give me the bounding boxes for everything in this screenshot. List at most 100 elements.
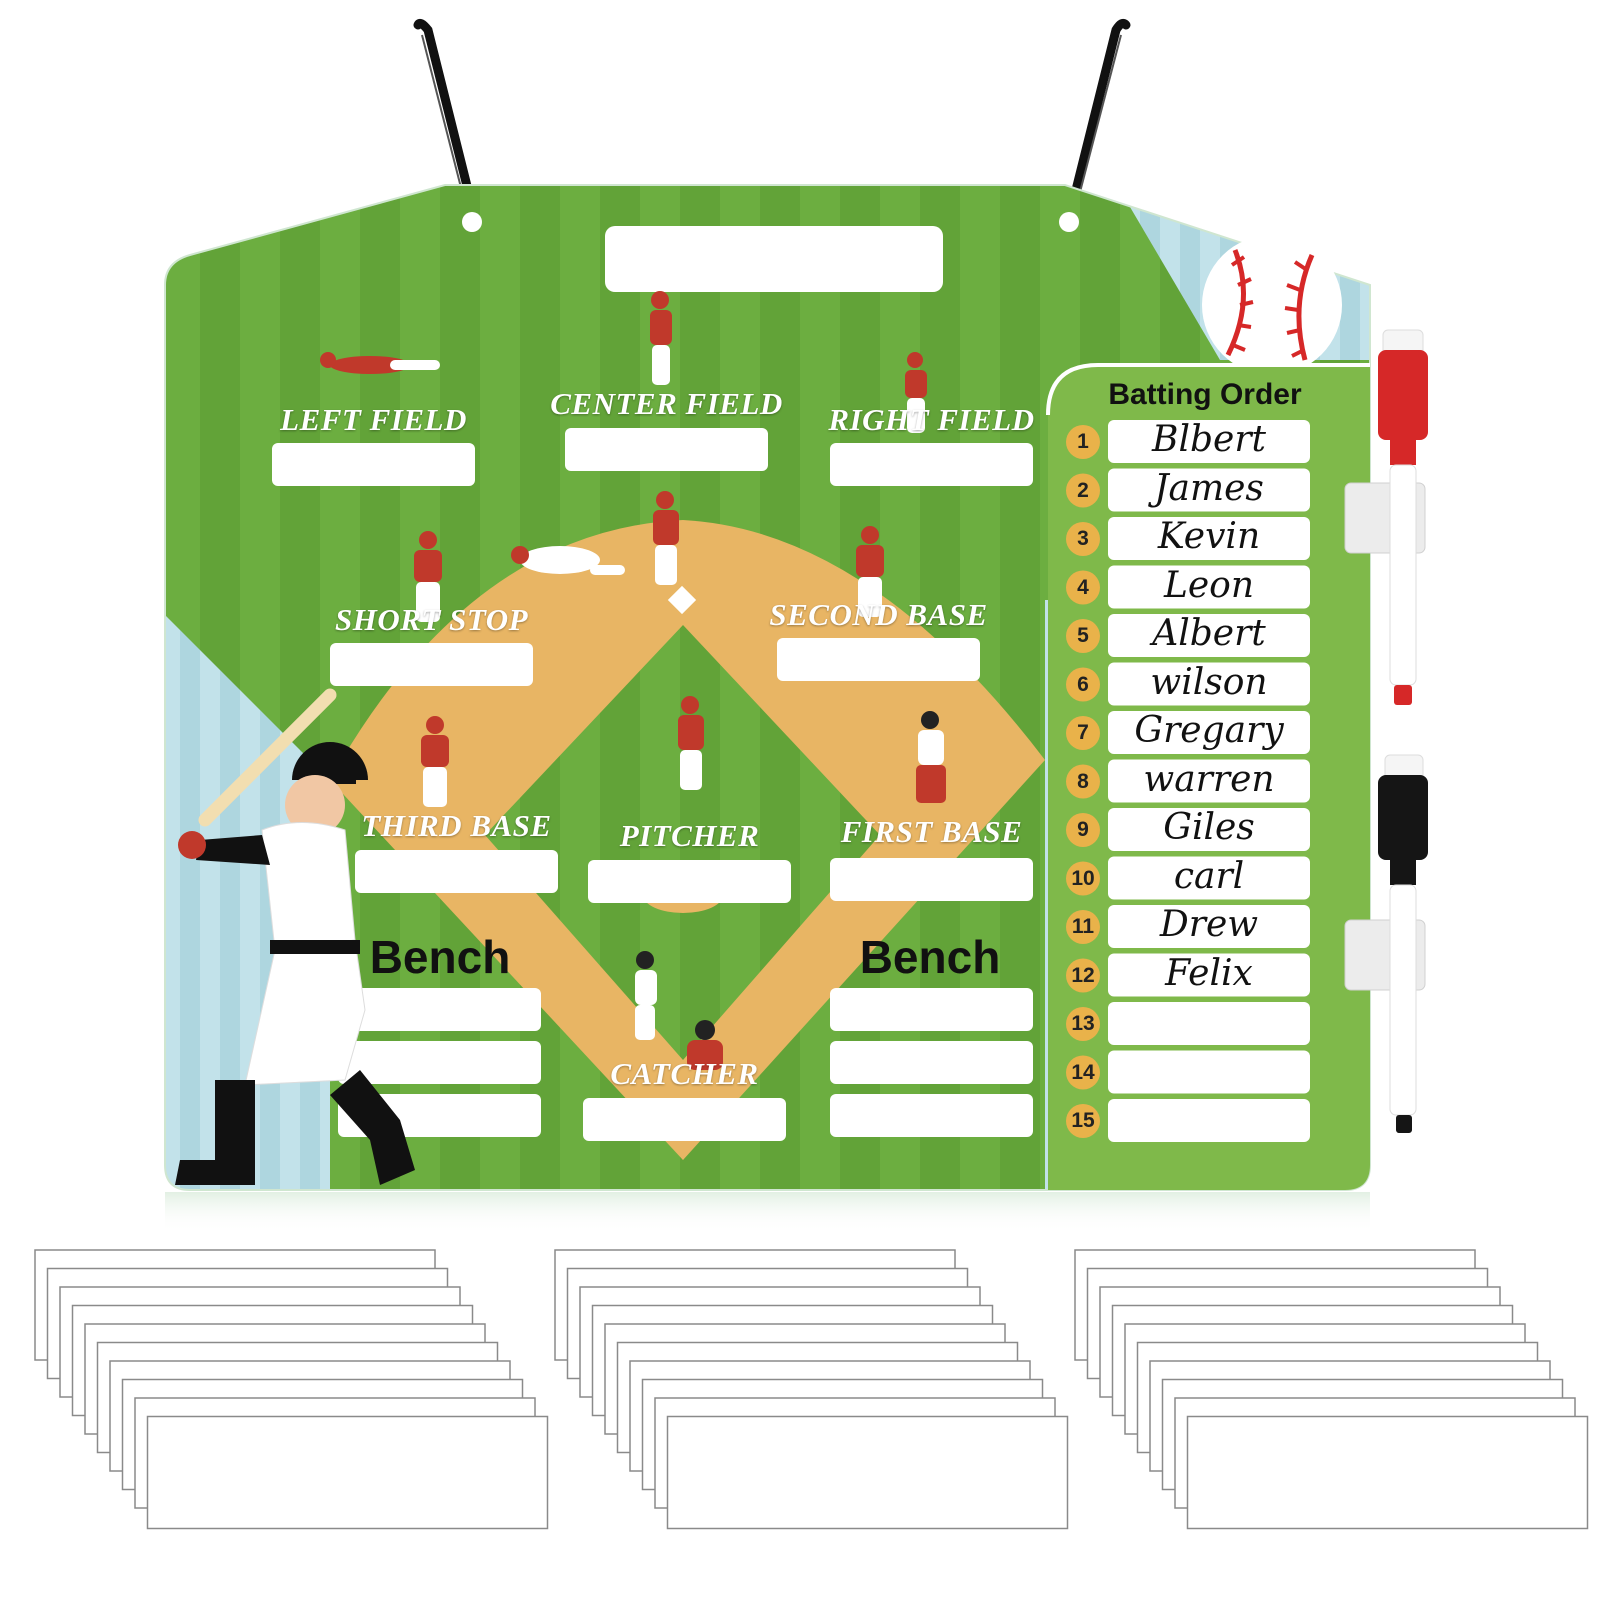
pitcher-slot[interactable] bbox=[588, 860, 791, 903]
batting-order-rows bbox=[1066, 420, 1310, 1142]
batting-order-number: 15 bbox=[1071, 1109, 1095, 1132]
right-field-slot[interactable] bbox=[830, 443, 1033, 486]
bench-left-slot-1[interactable] bbox=[338, 988, 541, 1031]
left-field-slot[interactable] bbox=[272, 443, 475, 486]
batting-order-name: Blbert bbox=[1152, 419, 1266, 460]
label-bench-left: Bench bbox=[369, 931, 511, 983]
bench-right-slot-1[interactable] bbox=[830, 988, 1033, 1031]
second-base-slot[interactable] bbox=[777, 638, 980, 681]
batting-order-slot[interactable] bbox=[1108, 420, 1310, 463]
name-strip[interactable] bbox=[146, 1415, 549, 1530]
batting-order-name: wilson bbox=[1150, 661, 1268, 703]
label-second-base: SECOND BASE bbox=[769, 597, 988, 632]
batting-order-name: Giles bbox=[1163, 807, 1255, 848]
batting-order-slot[interactable] bbox=[1108, 905, 1310, 948]
label-short-stop: SHORT STOP bbox=[334, 602, 529, 637]
batting-order-number-badge bbox=[1066, 1007, 1100, 1041]
bench-right-slot-3[interactable] bbox=[830, 1094, 1033, 1137]
batting-order-number-badge bbox=[1066, 473, 1100, 508]
label-center-field: CENTER FIELD bbox=[550, 386, 783, 421]
batting-order-slot[interactable] bbox=[1108, 662, 1310, 706]
name-strip[interactable] bbox=[1186, 1415, 1589, 1530]
label-first-base: FIRST BASE bbox=[840, 814, 1023, 849]
batting-order-slot[interactable] bbox=[1108, 808, 1310, 851]
batting-order-name: carl bbox=[1173, 855, 1245, 897]
batting-order-number-badge bbox=[1066, 570, 1100, 605]
batting-order-name: James bbox=[1154, 467, 1264, 509]
batting-order-number-badge bbox=[1066, 667, 1100, 702]
bench-right-slot-2[interactable] bbox=[830, 1041, 1033, 1084]
first-base-slot[interactable] bbox=[830, 858, 1033, 901]
marker-red[interactable] bbox=[1344, 329, 1428, 705]
batting-order-number: 12 bbox=[1071, 963, 1095, 987]
label-right-field: RIGHT FIELD bbox=[828, 402, 1035, 437]
batting-order-number: 14 bbox=[1071, 1060, 1095, 1084]
batting-order-slot[interactable] bbox=[1108, 759, 1310, 803]
batting-order-slot[interactable] bbox=[1108, 1002, 1310, 1045]
hanging-strap bbox=[413, 18, 1131, 227]
label-pitcher: PITCHER bbox=[619, 818, 760, 853]
batting-order-slot[interactable] bbox=[1108, 1050, 1310, 1094]
batting-order-number-badge bbox=[1066, 1055, 1100, 1090]
catcher-slot[interactable] bbox=[583, 1098, 786, 1141]
batting-order-slot[interactable] bbox=[1108, 565, 1310, 609]
bench-left-slot-2[interactable] bbox=[338, 1041, 541, 1084]
batting-order-slot[interactable] bbox=[1108, 517, 1310, 560]
batting-order-title: Batting Order bbox=[1108, 378, 1302, 411]
batting-order-name: Gregary bbox=[1134, 710, 1284, 751]
batting-order-slot[interactable] bbox=[1108, 711, 1310, 754]
label-catcher: CATCHER bbox=[610, 1056, 759, 1091]
marker-black[interactable] bbox=[1344, 754, 1428, 1133]
third-base-slot[interactable] bbox=[355, 850, 558, 893]
batting-order-number-badge bbox=[1066, 716, 1100, 750]
name-strip-stacks bbox=[34, 1249, 1589, 1530]
batting-order-number-badge bbox=[1066, 861, 1100, 896]
baseball-icon bbox=[1202, 235, 1342, 375]
label-bench-right: Bench bbox=[859, 931, 1001, 983]
batting-order-number: 9 bbox=[1077, 818, 1089, 841]
batting-order-slot[interactable] bbox=[1108, 953, 1310, 997]
batting-order-name: Drew bbox=[1159, 904, 1259, 945]
fielder-figures bbox=[320, 291, 946, 1070]
batting-order-number-badge bbox=[1066, 425, 1100, 459]
short-stop-slot[interactable] bbox=[330, 643, 533, 686]
batting-order-name: warren bbox=[1143, 758, 1275, 800]
batting-order-name: Felix bbox=[1165, 952, 1253, 994]
batting-order-slot[interactable] bbox=[1108, 468, 1310, 512]
infield-grass bbox=[485, 625, 880, 1060]
batting-order-slot[interactable] bbox=[1108, 856, 1310, 900]
label-left-field: LEFT FIELD bbox=[280, 402, 467, 437]
batting-order-number: 6 bbox=[1077, 672, 1089, 696]
batting-order-name: Albert bbox=[1152, 613, 1266, 654]
batter-illustration bbox=[175, 688, 415, 1185]
batting-order-number: 1 bbox=[1077, 430, 1089, 453]
batting-order-number-badge bbox=[1066, 910, 1100, 944]
batting-order-number: 13 bbox=[1071, 1012, 1095, 1035]
batting-order-number: 11 bbox=[1071, 915, 1095, 938]
label-third-base: THIRD BASE bbox=[361, 808, 552, 843]
batting-order-number-badge bbox=[1066, 522, 1100, 556]
batting-order-number-badge bbox=[1066, 764, 1100, 799]
batting-order-slot[interactable] bbox=[1108, 614, 1310, 657]
team-name-slot[interactable] bbox=[605, 226, 943, 292]
batting-order-number: 4 bbox=[1077, 575, 1089, 599]
batting-order-number: 2 bbox=[1077, 478, 1089, 502]
batting-order-number: 3 bbox=[1077, 527, 1089, 550]
center-field-slot[interactable] bbox=[565, 428, 768, 471]
batting-order-number-badge bbox=[1066, 1104, 1100, 1138]
hanging-hole-right bbox=[1059, 212, 1079, 232]
batting-order-number: 5 bbox=[1077, 624, 1089, 647]
batting-order-number-badge bbox=[1066, 619, 1100, 653]
name-strip[interactable] bbox=[666, 1415, 1069, 1530]
board-reflection bbox=[165, 1192, 1370, 1232]
batting-order-number-badge bbox=[1066, 813, 1100, 847]
batting-order-number: 10 bbox=[1071, 866, 1095, 890]
batting-order-name: Leon bbox=[1163, 564, 1255, 606]
hanging-hole-left bbox=[462, 212, 482, 232]
batting-order-slot[interactable] bbox=[1108, 1099, 1310, 1142]
batting-order-name: Kevin bbox=[1157, 516, 1261, 557]
batting-order-number: 7 bbox=[1077, 721, 1089, 744]
batting-order-number: 8 bbox=[1077, 769, 1089, 793]
batting-order-number-badge bbox=[1066, 958, 1100, 993]
